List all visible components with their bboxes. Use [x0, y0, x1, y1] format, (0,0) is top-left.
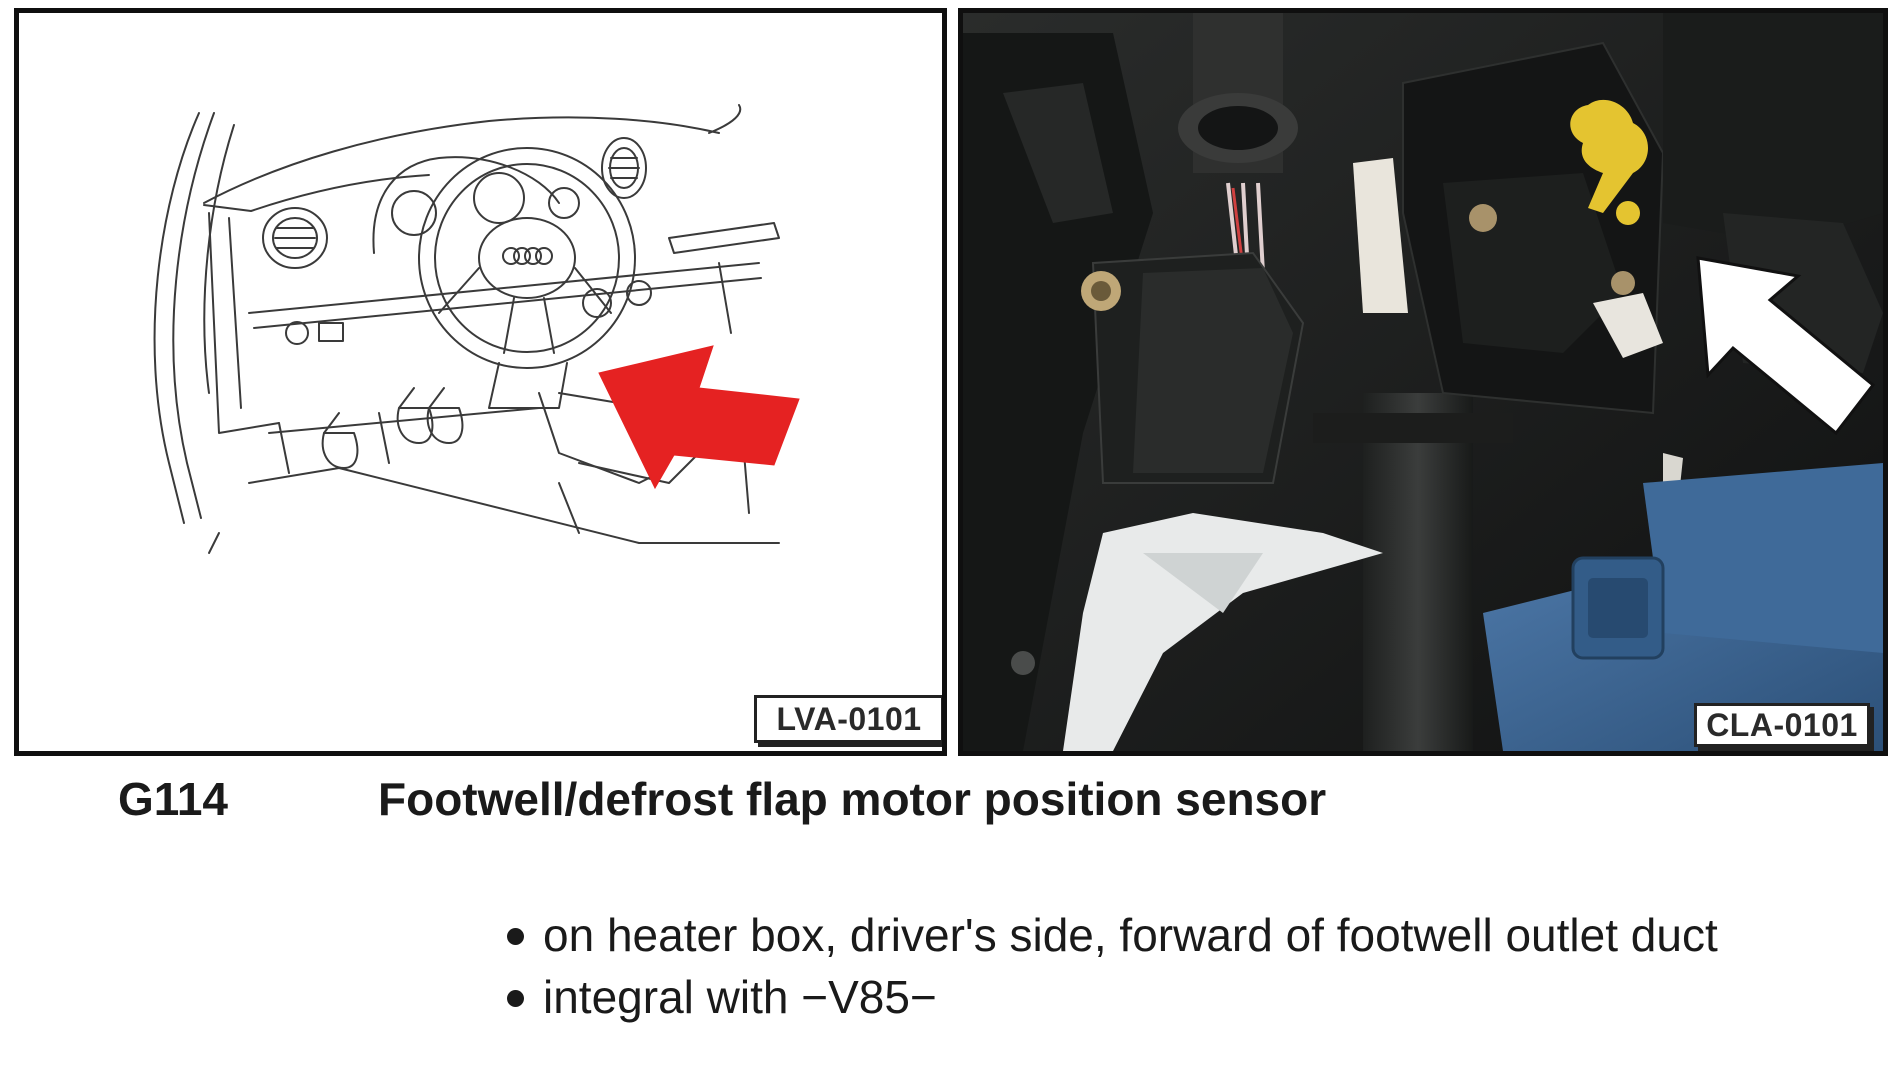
- figure-ref-label: LVA-0101: [754, 695, 942, 743]
- heater-box-illustration: [963, 13, 1883, 751]
- location-notes-list: on heater box, driver's side, forward of…: [505, 904, 1805, 1028]
- list-item: on heater box, driver's side, forward of…: [505, 904, 1805, 966]
- heater-box-photo: CLA-0101: [958, 8, 1888, 756]
- photo-ref-label: CLA-0101: [1694, 703, 1870, 747]
- white-arrow-icon: [1696, 256, 1876, 436]
- red-arrow-icon: [598, 345, 800, 490]
- component-title: Footwell/defrost flap motor position sen…: [378, 773, 1327, 825]
- dashboard-illustration: [153, 104, 800, 554]
- list-item: integral with −V85−: [505, 966, 1805, 1028]
- dashboard-line-drawing: LVA-0101: [14, 8, 947, 756]
- component-code: G114: [118, 773, 228, 825]
